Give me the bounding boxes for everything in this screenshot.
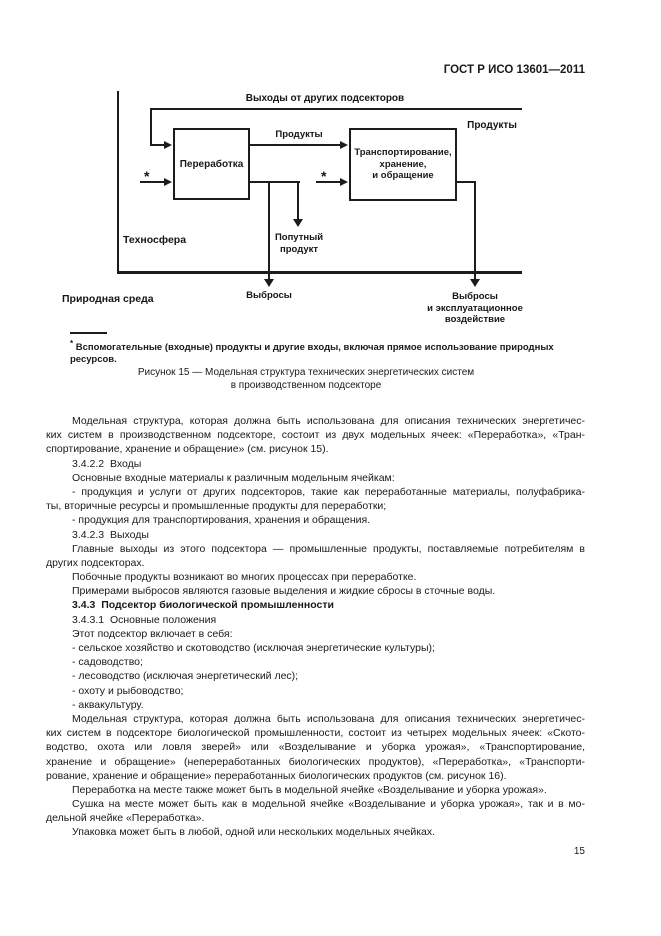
top-flow-line [150,108,522,111]
emissions-right-line3: воздействие [444,314,506,325]
body-line: Основные входные материалы к различным м… [72,471,395,484]
top-flow-bend [150,108,153,146]
body-text: Модельная структура, которая должна быть… [46,414,585,840]
body-line: - продукция и услуги от других подсектор… [72,485,585,498]
box-processing-label: Переработка [179,158,244,170]
body-line: Этот подсектор включает в себя: [72,627,233,640]
emissions-right-line1: Выбросы [452,291,498,302]
asterisk-marker-right: * [321,168,327,184]
box-transport-line2: хранение, [379,158,427,170]
arrowhead-aux-input-left [164,178,172,186]
arrowhead-into-transport [340,141,348,149]
body-line: - продукция для транспортирования, хране… [72,514,371,527]
body-line: ких систем в подсекторе биологической пр… [46,727,585,740]
aux-input-line-left [140,181,165,184]
figure-caption-line2: в производственном подсекторе [230,380,382,391]
emissions-left-label: Выбросы [246,290,292,301]
arrowhead-emissions-right [470,279,480,287]
natural-environment-label: Природная среда [62,293,154,305]
body-line: Модельная структура, которая должна быть… [72,712,585,725]
body-line: Упаковка может быть в любой, одной или н… [72,826,436,839]
arrowhead-emissions-left [264,279,274,287]
emissions-right-line2: и эксплуатационное [427,302,523,314]
body-line: Переработка на месте также может быть в … [72,783,547,796]
body-line: Модельная структура, которая должна быть… [72,415,585,427]
emissions-right-line [474,181,477,279]
body-line: 3.4.3.1 Основные положения [72,613,217,626]
technosphere-boundary-vertical [117,91,120,273]
figure-caption-line1: Рисунок 15 — Модельная структура техниче… [137,367,475,378]
body-line: - лесоводство (исключая энергетический л… [72,670,299,683]
aux-input-line-right [316,181,341,184]
page-number: 15 [573,846,585,857]
body-line: - аквакультуру. [72,698,144,711]
body-line: 3.4.2.3 Выходы [72,528,149,541]
body-line: 3.4.3 Подсектор биологической промышленн… [72,599,334,612]
body-line: спортирование, хранение и обращение» (см… [46,443,329,456]
box-processing: Переработка [173,128,250,200]
body-line: рование, хранение и обращение» переработ… [46,769,507,782]
body-line: ких систем в производственном подсекторе… [46,429,585,442]
products-flow-line [250,144,341,147]
emissions-left-line [268,181,271,279]
page-header: ГОСТ Р ИСО 13601—2011 [443,64,585,76]
body-line: водство, охота или ловля зверей» или «Во… [46,741,585,754]
body-line: - охоту и рыбоводство; [72,684,184,697]
body-line: хранение и обращение» (непереработанных … [46,755,585,768]
technosphere-boundary-horizontal [117,271,522,274]
byproduct-branch-line [250,181,300,184]
byproduct-vertical-line [297,181,300,220]
asterisk-marker-left: * [144,168,150,184]
emissions-right-branch [455,181,476,184]
body-line: Сушка на месте может быть как в модельно… [72,798,585,811]
body-line: Примерами выбросов являются газовые выде… [72,585,496,598]
box-transport-line3: и обращение [372,170,434,182]
footnote-rule [70,332,107,334]
emissions-right-label: Выбросы и эксплуатационное воздействие [411,291,539,326]
arrowhead-into-processing-top [164,141,172,149]
body-line: Главные выходы из этого подсектора — про… [72,542,585,555]
box-transport-line1: Транспортирование, [354,147,452,159]
body-line: других подсекторах. [46,556,145,569]
arrowhead-byproduct [293,219,303,227]
body-line: Побочные продукты возникают во многих пр… [72,571,417,584]
byproduct-label-line1: Попутный [274,232,324,243]
byproduct-label-line2: продукт [279,244,319,255]
top-flow-into-box [150,144,166,147]
arrowhead-aux-input-right [340,178,348,186]
byproduct-label: Попутный продукт [258,232,340,256]
body-line: дельной ячейке «Переработка». [46,812,205,825]
figure-footnote: * Вспомогательные (входные) продукты и д… [70,339,586,366]
body-line: ты, вторичные ресурсы и промышленные про… [46,500,387,513]
top-flow-label: Выходы от других подсекторов [245,93,405,104]
figure-caption: Рисунок 15 — Модельная структура техниче… [0,366,612,392]
footnote-text: Вспомогательные (входные) продукты и дру… [70,342,554,366]
products-output-label: Продукты [467,120,517,131]
box-transport: Транспортирование, хранение, и обращение [349,128,457,201]
body-line: - садоводство; [72,656,143,669]
body-line: - сельское хозяйство и скотоводство (иск… [72,642,435,654]
body-line: 3.4.2.2 Входы [72,457,142,470]
footnote-marker: * [70,339,74,348]
products-between-label: Продукты [275,129,323,140]
technosphere-label: Техносфера [123,234,187,246]
